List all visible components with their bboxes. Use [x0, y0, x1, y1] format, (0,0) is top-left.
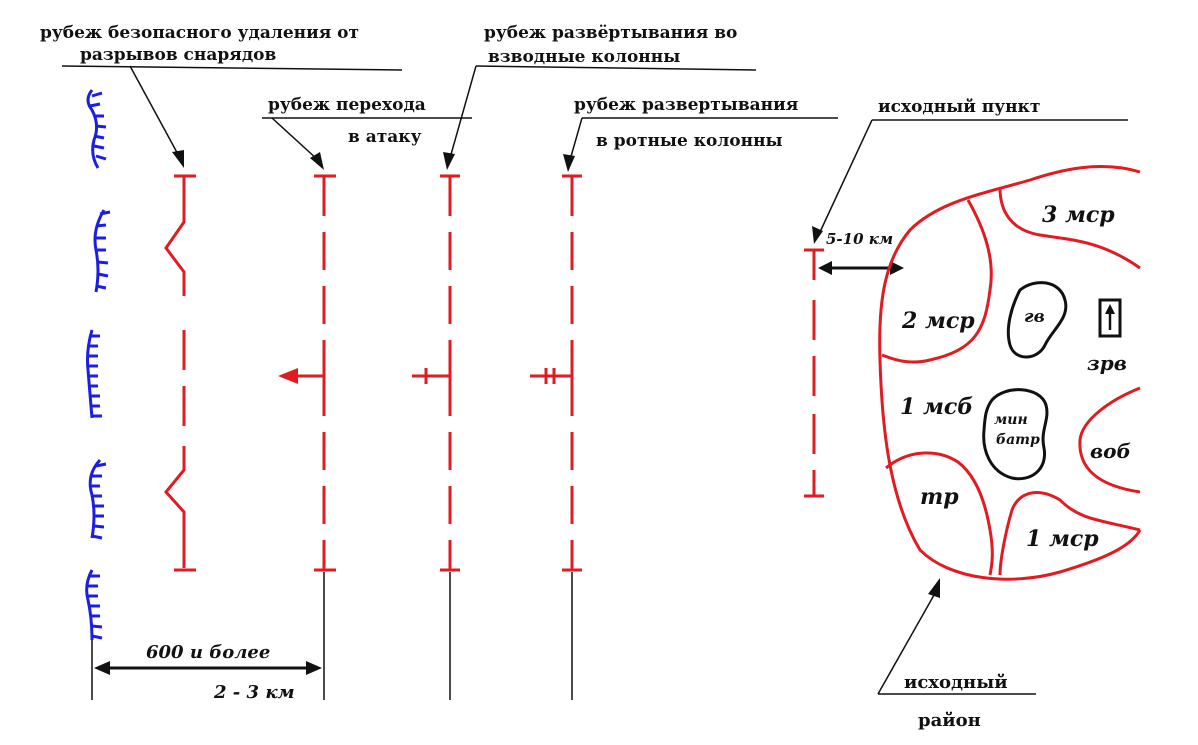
enemy-trench-icon — [93, 209, 111, 293]
start-point-label: исходный пункт — [812, 97, 1128, 244]
safe-distance-label: рубеж безопасного удаления от разрывов с… — [40, 23, 403, 168]
enemy-trench-icon — [85, 569, 103, 641]
safe-distance-leader — [61, 65, 403, 71]
platoon-deploy-line — [412, 174, 460, 572]
unit-min-label: мин — [994, 412, 1028, 428]
safe-distance-label-line1: рубеж безопасного удаления от — [40, 23, 359, 43]
start-point-pointer — [819, 119, 873, 233]
attack-line-label: рубеж перехода в атаку — [262, 95, 472, 170]
unit-1msb-label: 1 мсб — [900, 394, 973, 420]
start-point-arrowhead — [812, 226, 823, 244]
safe-distance-line — [164, 174, 196, 572]
dimension-600-text: 600 и более — [146, 642, 270, 663]
start-point-label-text: исходный пункт — [878, 97, 1040, 117]
assembly-area-label: исходный район — [877, 578, 1036, 731]
attack-line-pointer — [271, 117, 319, 161]
unit-zrv-label: зрв — [1087, 351, 1127, 375]
boundary-3msr — [998, 187, 1141, 270]
platoon-deploy-pointer — [449, 65, 477, 159]
platoon-deploy-label-line2: взводные колонны — [488, 47, 680, 67]
safe-distance-label-line2: разрывов снарядов — [80, 45, 276, 65]
company-deploy-label: рубеж развертывания в ротные колонны — [563, 95, 838, 172]
company-deploy-label-line1: рубеж развертывания — [574, 95, 798, 115]
company-deploy-label-line2: в ротные колонны — [596, 131, 783, 151]
platoon-deploy-leader — [475, 65, 757, 71]
unit-gv-label: гв — [1024, 307, 1045, 327]
enemy-positions — [85, 89, 111, 641]
dimension-2-3-km-text: 2 - 3 км — [213, 682, 295, 703]
baseline-ticks — [449, 572, 573, 700]
unit-2msr-label: 2 мср — [901, 308, 975, 334]
attack-arrow-icon — [278, 368, 298, 384]
safe-distance-pointer — [129, 65, 181, 159]
company-deploy-pointer — [569, 117, 583, 161]
dimension-600: 600 и более 2 - 3 км — [91, 572, 325, 703]
boundary-2msr — [881, 199, 993, 364]
start-point-line — [804, 248, 824, 498]
unit-tr-label: тр — [920, 484, 959, 510]
enemy-trench-icon — [88, 458, 107, 540]
boundary-1msr — [998, 491, 1141, 576]
attack-line-arrowhead — [310, 152, 324, 170]
dimension-5-10-km-text: 5-10 км — [826, 230, 893, 248]
platoon-deploy-label-line1: рубеж развёртывания во — [484, 23, 737, 43]
attack-line-label-line2: в атаку — [348, 127, 422, 147]
min-batr-area — [982, 388, 1049, 481]
company-deploy-arrowhead — [563, 154, 575, 172]
assembly-area-label-line2: район — [918, 710, 981, 731]
assembly-area: 3 мср 2 мср гв зрв 1 мсб мин батр воб тр… — [878, 165, 1142, 581]
boundary-tr — [885, 451, 994, 576]
unit-vob-label: воб — [1090, 439, 1131, 463]
boundary-vob — [1078, 386, 1141, 494]
unit-batr-label: батр — [996, 432, 1040, 448]
platoon-deploy-arrowhead — [443, 152, 455, 170]
safe-distance-arrowhead — [172, 150, 184, 168]
assembly-area-label-line1: исходный — [904, 672, 1008, 693]
attack-line — [278, 174, 336, 572]
company-deploy-line — [530, 174, 582, 572]
gv-area — [1006, 281, 1068, 359]
unit-3msr-label: 3 мср — [1042, 202, 1115, 228]
zrv-icon — [1098, 298, 1122, 338]
enemy-trench-icon — [86, 329, 102, 419]
attack-line-label-line1: рубеж перехода — [268, 95, 426, 115]
unit-1msr-label: 1 мср — [1026, 526, 1099, 552]
platoon-deploy-label: рубеж развёртывания во взводные колонны — [443, 23, 757, 170]
enemy-trench-icon — [86, 89, 107, 169]
dimension-5-10-km: 5-10 км — [818, 230, 904, 275]
